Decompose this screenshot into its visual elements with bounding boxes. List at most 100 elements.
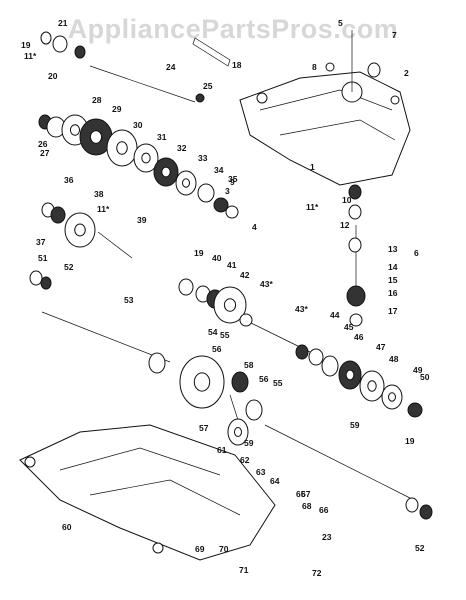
callout-label: 61: [217, 445, 227, 455]
callout-label: 29: [112, 104, 122, 114]
callout-label: 56: [259, 374, 269, 384]
callout-label: 51: [38, 253, 48, 263]
gear-part: [29, 270, 43, 286]
callout-label: 10: [342, 195, 352, 205]
callout-label: 52: [415, 543, 425, 553]
gear-part: [245, 399, 263, 421]
callout-label: 34: [214, 165, 224, 175]
callout-label: 32: [177, 143, 187, 153]
gear-part: [405, 497, 419, 513]
shaft-39: [97, 231, 133, 259]
shaft-60: [264, 424, 411, 499]
callout-label: 19: [21, 40, 31, 50]
gear-hub: [69, 124, 81, 136]
callout-label: 23: [322, 532, 332, 542]
callout-label: 41: [227, 260, 237, 270]
callout-label: 20: [48, 71, 58, 81]
callout-label: 24: [166, 62, 176, 72]
callout-label: 55: [273, 378, 283, 388]
gear-part: [419, 504, 433, 520]
callout-label: 53: [124, 295, 134, 305]
callout-label: 5: [338, 18, 343, 28]
gear-part: [40, 276, 52, 290]
gear-part: [213, 197, 229, 213]
callout-label: 67: [301, 489, 311, 499]
callout-label: 59: [244, 438, 254, 448]
gear-stack: [29, 31, 433, 520]
gear-part: [348, 184, 362, 200]
callout-label: 42: [240, 270, 250, 280]
callout-label: 39: [137, 215, 147, 225]
callout-label: 46: [354, 332, 364, 342]
callout-label: 43*: [260, 279, 273, 289]
gear-part: [197, 183, 215, 203]
gear-hub: [345, 369, 355, 381]
gear-part: [295, 344, 309, 360]
gear-part: [239, 313, 253, 327]
lower-housing: [19, 424, 276, 561]
callout-label: 15: [388, 275, 398, 285]
callout-label: 62: [240, 455, 250, 465]
callout-label: 65: [296, 489, 306, 499]
gear-part: [74, 45, 86, 59]
callout-label: 11*: [24, 51, 37, 61]
callout-label: 58: [244, 360, 254, 370]
callout-label: 37: [36, 237, 46, 247]
callout-label: 3: [225, 186, 230, 196]
callout-label: 36: [64, 175, 74, 185]
gear-hub: [388, 392, 396, 402]
callout-label: 13: [388, 244, 398, 254]
callout-label: 59: [350, 420, 360, 430]
gear-hub: [74, 223, 86, 237]
gear-part: [349, 313, 363, 327]
gear-hub: [182, 178, 190, 188]
callout-label: 4: [252, 222, 257, 232]
callout-label: 72: [312, 568, 322, 578]
gear-part: [346, 285, 366, 307]
gear-hub: [223, 298, 237, 312]
callout-label: 35: [228, 174, 238, 184]
callout-label: 45: [344, 322, 354, 332]
callout-label: 14: [388, 262, 398, 272]
gear-part: [148, 352, 166, 374]
gear-part: [225, 205, 239, 219]
callout-label: 2: [404, 68, 409, 78]
upper-housing: [239, 71, 411, 186]
callout-label: 66: [319, 505, 329, 515]
gear-hub: [161, 166, 171, 178]
gear-part: [231, 371, 249, 393]
callout-label: 6: [414, 248, 419, 258]
callout-label: 25: [203, 81, 213, 91]
gear-hub: [141, 152, 151, 164]
callout-label: 12: [340, 220, 350, 230]
callout-label: 43*: [295, 304, 308, 314]
gear-part: [40, 31, 52, 45]
gear-part: [178, 278, 194, 296]
callout-label: 9: [230, 177, 235, 187]
callout-label: 38: [94, 189, 104, 199]
gear-hub: [367, 380, 377, 392]
callout-label: 17: [388, 306, 398, 316]
callout-label: 69: [195, 544, 205, 554]
gear-part: [348, 237, 362, 253]
gear-hub: [193, 372, 211, 392]
callout-label: 30: [133, 120, 143, 130]
callout-label: 7: [392, 30, 397, 40]
callout-label: 63: [256, 467, 266, 477]
callout-label: 28: [92, 95, 102, 105]
callout-label: 52: [64, 262, 74, 272]
callout-labels: 1234567891011*11*11*12131415161718191919…: [21, 18, 430, 578]
callout-label: 21: [58, 18, 68, 28]
callout-label: 49: [413, 365, 423, 375]
callout-label: 47: [376, 342, 386, 352]
callout-label: 33: [198, 153, 208, 163]
callout-label: 19: [194, 248, 204, 258]
callout-label: 27: [40, 148, 50, 158]
callout-label: 8: [312, 62, 317, 72]
gear-hub: [116, 141, 128, 155]
callout-label: 44: [330, 310, 340, 320]
gear-hub: [234, 426, 242, 438]
callout-label: 50: [420, 372, 430, 382]
watermark: AppliancePartsPros.com: [67, 14, 399, 44]
